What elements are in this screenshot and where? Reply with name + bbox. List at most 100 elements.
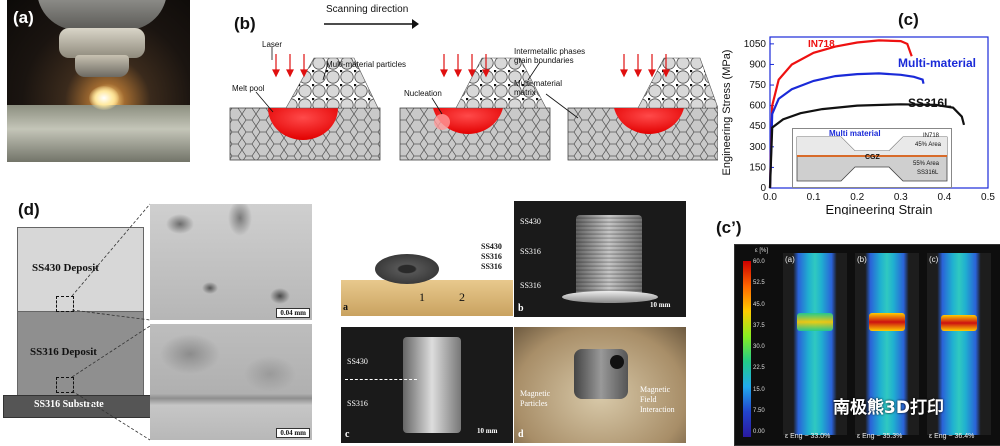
melt-pool-label: Melt pool [232, 84, 265, 93]
chart-frame [769, 36, 989, 189]
substrate-label: SS316 Substrate [34, 399, 104, 410]
inset-area55: 55% Area [913, 161, 940, 167]
dic-sub-c: (c) [929, 255, 939, 264]
deposit-ss316 [17, 311, 144, 397]
panel-c-label: (c) [898, 10, 919, 29]
dic-colorbar-unit: ε [%] [755, 248, 769, 254]
dic-sub-b: (b) [857, 255, 867, 264]
x-axis-label: Engineering Strain [826, 202, 933, 215]
dic-colorbar-tick: 15.0 [753, 386, 765, 393]
inset-in718: IN718 [923, 133, 940, 139]
nozzle-tips [75, 55, 129, 77]
dic-colorbar-tick: 60.0 [753, 259, 765, 265]
y-tick-label: 0 [760, 183, 766, 194]
matrix-label-2: matrix [514, 88, 536, 97]
scanning-arrow [324, 19, 419, 29]
y-axis-label: Engineering Stress (MPa) [721, 50, 733, 176]
dic-colorbar-tick: 22.5 [753, 365, 765, 372]
cylinder-b [576, 215, 642, 297]
dic-band-c [941, 315, 977, 331]
watermark: 南极熊3D打印 [833, 398, 944, 418]
series-line-multi-material [768, 72, 925, 189]
x-tick-label: 0.5 [981, 192, 995, 203]
photo-d-right-1: Magnetic [640, 385, 671, 394]
workpiece-cylinder [7, 105, 190, 162]
photo-a-stack-2: SS316 [481, 252, 502, 261]
photo-b-label-3: SS316 [520, 281, 541, 290]
photo-a-stack-1: SS430 [481, 242, 502, 251]
panel-a-label: (a) [13, 8, 34, 27]
photo-d-left-1: Magnetic [520, 389, 551, 398]
micrograph-bottom-scale: 0.04 mm [276, 428, 310, 438]
dic-colorbar-tick: 7.50 [753, 407, 765, 414]
grain-boundaries-label: grain boundaries [514, 56, 574, 65]
y-tick-label: 300 [749, 142, 766, 153]
photo-a-stack-3: SS316 [481, 262, 502, 271]
y-tick-label: 1050 [744, 39, 767, 50]
x-tick-label: 0.0 [763, 192, 777, 203]
roi-box-top [56, 296, 74, 312]
callout-lines [255, 47, 579, 119]
inset-ss316l: SS316L [917, 170, 939, 176]
micrograph-top: 0.04 mm [150, 204, 312, 320]
x-tick-label: 0.4 [937, 192, 951, 203]
schematic-stage-2 [399, 57, 551, 161]
photo-c-label-1: SS430 [347, 357, 368, 366]
dic-sub-a: (a) [785, 255, 795, 264]
base-b [562, 291, 658, 303]
laser-label: Laser [262, 40, 283, 49]
dic-specimen-c [927, 253, 991, 435]
ruler-mark-1: 1 [419, 290, 425, 304]
dic-strain-a: ε Eng ~ 33.0% [785, 433, 831, 440]
dic-band-b [869, 313, 905, 331]
scanning-direction-label: Scanning direction [326, 4, 409, 15]
x-tick-label: 0.2 [850, 192, 864, 203]
panel-b: (b) Scanning direction [228, 0, 718, 175]
photo-d-right-2: Field [640, 395, 657, 404]
photo-a-letter: a [343, 302, 348, 313]
photo-d-right-3: Interaction [640, 405, 675, 414]
y-tick-label: 900 [749, 59, 766, 70]
x-tick-label: 0.3 [894, 192, 908, 203]
ring-sample [375, 254, 439, 284]
series-label-ss316l: SS316L [908, 96, 951, 110]
photo-c: SS430 SS316 10 mm c [341, 327, 513, 443]
panel-b-label: (b) [234, 14, 256, 33]
series-label-multi-material: Multi-material [898, 56, 976, 70]
photo-b-label-1: SS430 [520, 217, 541, 226]
dic-strain-b: ε Eng ~ 35.3% [857, 433, 903, 440]
ruler [341, 280, 513, 316]
nozzle-body [37, 0, 167, 30]
schematic-stage-3 [567, 57, 718, 161]
y-tick-label: 450 [749, 121, 766, 132]
roi-box-bottom [56, 377, 74, 393]
photo-d: Magnetic Particles Magnetic Field Intera… [514, 327, 686, 443]
x-tick-label: 0.1 [807, 192, 821, 203]
dic-colorbar-tick: 52.5 [753, 280, 765, 287]
cylinder-c [403, 337, 461, 433]
zoom-lines [71, 203, 151, 441]
dic-specimen-b [855, 253, 919, 435]
photo-b-label-2: SS316 [520, 247, 541, 256]
photo-a: SS430 SS316 SS316 1 2 a [341, 228, 513, 316]
intermetallic-label: Intermetallic phases [514, 47, 586, 56]
photo-c-letter: c [345, 429, 350, 440]
micrograph-bottom: 0.04 mm [150, 324, 312, 440]
dic-band-a [797, 313, 833, 331]
dic-colorbar-tick: 37.5 [753, 322, 765, 329]
nozzle-ring [59, 28, 145, 58]
dic-colorbar-tick: 45.0 [753, 301, 765, 308]
photo-b-letter: b [518, 303, 524, 314]
y-tick-label: 600 [749, 101, 766, 112]
dic-colorbar [743, 261, 751, 437]
photo-d-letter: d [518, 429, 524, 440]
photo-d-left-2: Particles [520, 399, 548, 408]
particles-label: Multi-material particles [326, 60, 407, 69]
dic-strain-c: ε Eng ~ 36.4% [929, 433, 975, 440]
laser-arrows [272, 54, 670, 78]
dic-colorbar-tick: 0.00 [753, 429, 765, 435]
photo-c-label-2: SS316 [347, 399, 368, 408]
series-line-in718 [768, 39, 913, 189]
